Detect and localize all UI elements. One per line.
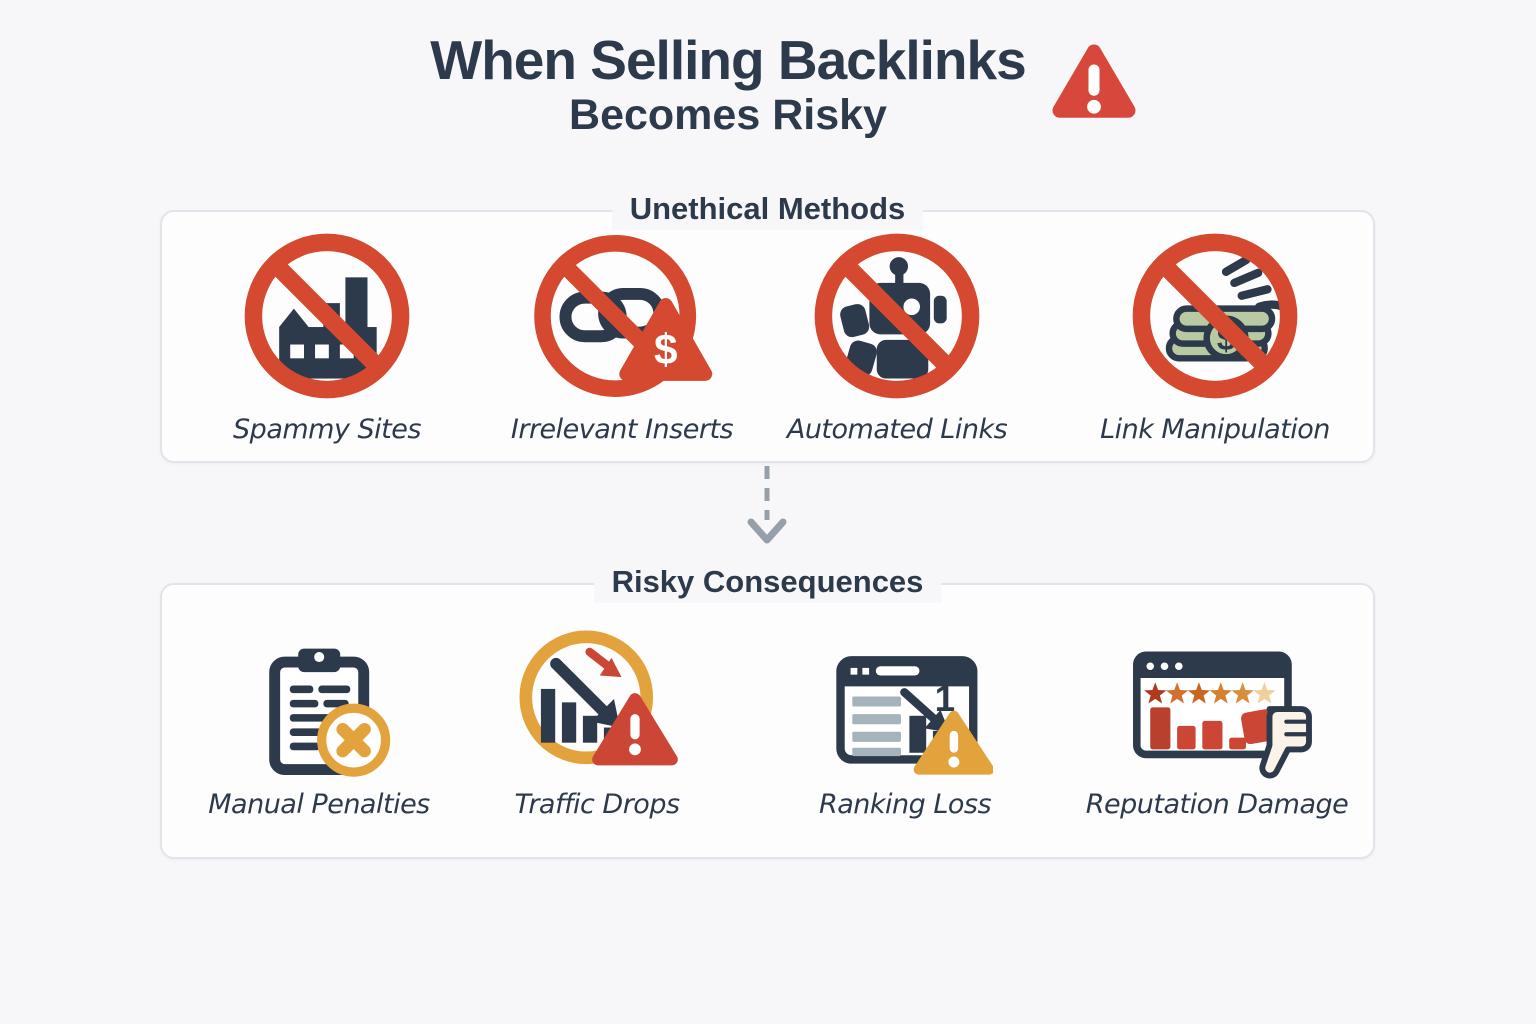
clipboard-x-icon bbox=[269, 648, 390, 777]
item-label: Automated Links bbox=[786, 414, 1008, 445]
svg-text:1: 1 bbox=[934, 678, 955, 719]
banned-money-hand-icon: $ bbox=[1132, 233, 1298, 399]
item-spammy-sites: Spammy Sites bbox=[182, 224, 472, 445]
item-traffic-drops: Traffic Drops bbox=[447, 615, 747, 820]
svg-text:$: $ bbox=[654, 326, 678, 373]
declining-red-bars bbox=[1150, 707, 1247, 750]
section-unethical-methods: Unethical Methods Spammy Si bbox=[160, 188, 1375, 463]
item-label: Ranking Loss bbox=[818, 789, 992, 820]
item-label: Spammy Sites bbox=[233, 414, 421, 445]
bad-reviews-thumbs-down-icon bbox=[1133, 651, 1313, 779]
item-reputation-damage: Reputation Damage bbox=[1067, 615, 1367, 820]
title-line-2: Becomes Risky bbox=[569, 90, 887, 139]
section-title-risky-consequences: Risky Consequences bbox=[593, 561, 942, 603]
item-label: Traffic Drops bbox=[514, 789, 680, 820]
item-label: Manual Penalties bbox=[208, 789, 430, 820]
item-manual-penalties: Manual Penalties bbox=[169, 615, 469, 820]
item-label: Irrelevant Inserts bbox=[510, 414, 734, 445]
title-line-1: When Selling Backlinks bbox=[430, 29, 1026, 91]
item-automated-links: Automated Links bbox=[752, 224, 1042, 445]
item-irrelevant-inserts: $ Irrelevant Inserts bbox=[477, 224, 767, 445]
serp-drop-warning-icon: 1 bbox=[836, 656, 994, 775]
item-label: Link Manipulation bbox=[1100, 414, 1330, 445]
banned-paid-link-icon: $ bbox=[534, 235, 713, 397]
item-link-manipulation: $ Link Manipulation bbox=[1070, 224, 1360, 445]
item-ranking-loss: 1 Ranking Loss bbox=[755, 615, 1055, 820]
declining-chart-warning-icon bbox=[519, 630, 678, 766]
banned-factory-icon bbox=[244, 233, 410, 399]
section-risky-consequences: Risky Consequences M bbox=[160, 561, 1375, 859]
item-label: Reputation Damage bbox=[1085, 789, 1349, 820]
dashed-arrow-down-icon bbox=[747, 466, 787, 544]
warning-triangle-icon bbox=[1052, 44, 1136, 118]
page-title: When Selling Backlinks Becomes Risky bbox=[0, 30, 1536, 140]
star-rating-icon bbox=[1144, 682, 1277, 704]
thumbs-down-icon bbox=[1241, 706, 1313, 779]
section-title-unethical-methods: Unethical Methods bbox=[611, 188, 924, 230]
banned-robot-icon bbox=[814, 233, 980, 399]
